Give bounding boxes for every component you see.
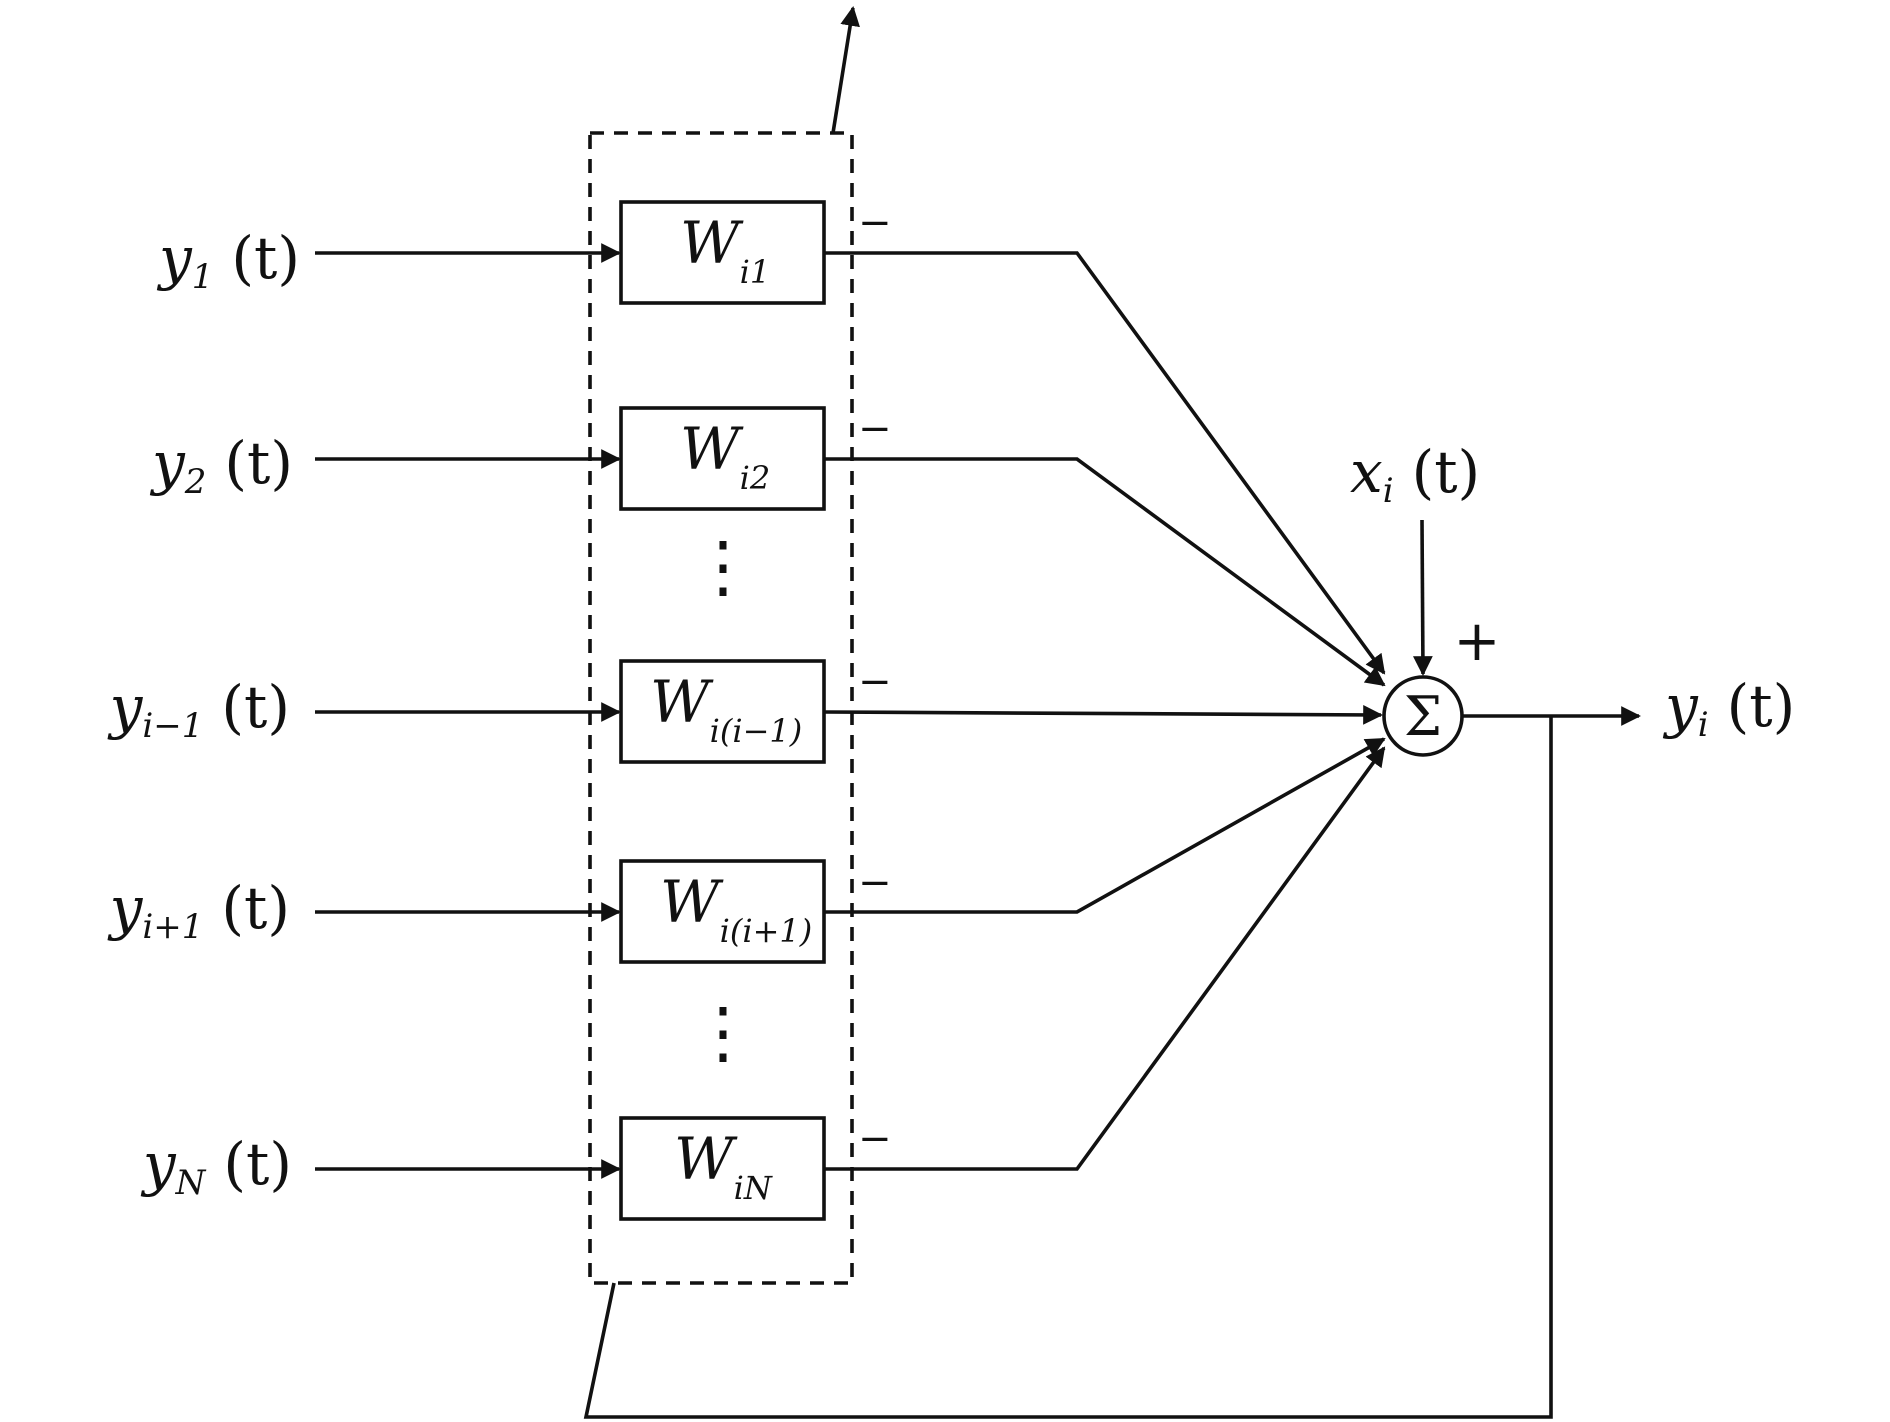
weight-label-wi2: Wi2 — [680, 415, 770, 497]
weight-box-wi-i-1 — [619, 659, 826, 764]
weight-label-wi-i-1: Wi(i−1) — [650, 668, 802, 750]
weight-label-wiN: WiN — [674, 1125, 773, 1207]
minus-sign-wi-i-1: − — [858, 659, 892, 705]
input-label-y2: y2(t) — [149, 429, 293, 502]
plus-sign: + — [1454, 609, 1501, 674]
external-input-arrow — [1412, 519, 1433, 676]
weighted-line-wi1 — [824, 251, 1386, 675]
minus-sign-wi-i+1: − — [858, 860, 892, 906]
input-label-yi-1: yi−1(t) — [107, 673, 290, 746]
ellipsis-upper: ⋮ — [689, 528, 757, 607]
weighted-line-wi-i+1 — [824, 737, 1386, 914]
learning-output-arrow — [831, 6, 860, 134]
sigma-symbol: Σ — [1404, 685, 1442, 748]
weight-box-wiN — [619, 1116, 826, 1221]
ellipsis-lower: ⋮ — [689, 994, 757, 1073]
output-label: yi(t) — [1662, 672, 1795, 745]
weight-group-dashed-box — [588, 131, 854, 1285]
weighted-line-wiN — [824, 746, 1386, 1171]
input-label-y1: y1(t) — [156, 224, 300, 297]
weight-box-wi-i+1 — [619, 859, 826, 964]
weighted-line-wi2 — [824, 457, 1386, 687]
weight-label-wi1: Wi1 — [680, 209, 770, 291]
external-input-label: xi(t) — [1350, 438, 1480, 511]
feedback-line — [583, 715, 1553, 1419]
input-label-yi+1: yi+1(t) — [107, 874, 290, 947]
minus-sign-wiN: − — [858, 1116, 892, 1162]
minus-sign-wi1: − — [858, 200, 892, 246]
input-label-yN: yN(t) — [140, 1130, 292, 1203]
weight-label-wi-i+1: Wi(i+1) — [660, 868, 812, 950]
minus-sign-wi2: − — [858, 406, 892, 452]
weighted-line-wi-i-1 — [823, 705, 1383, 725]
